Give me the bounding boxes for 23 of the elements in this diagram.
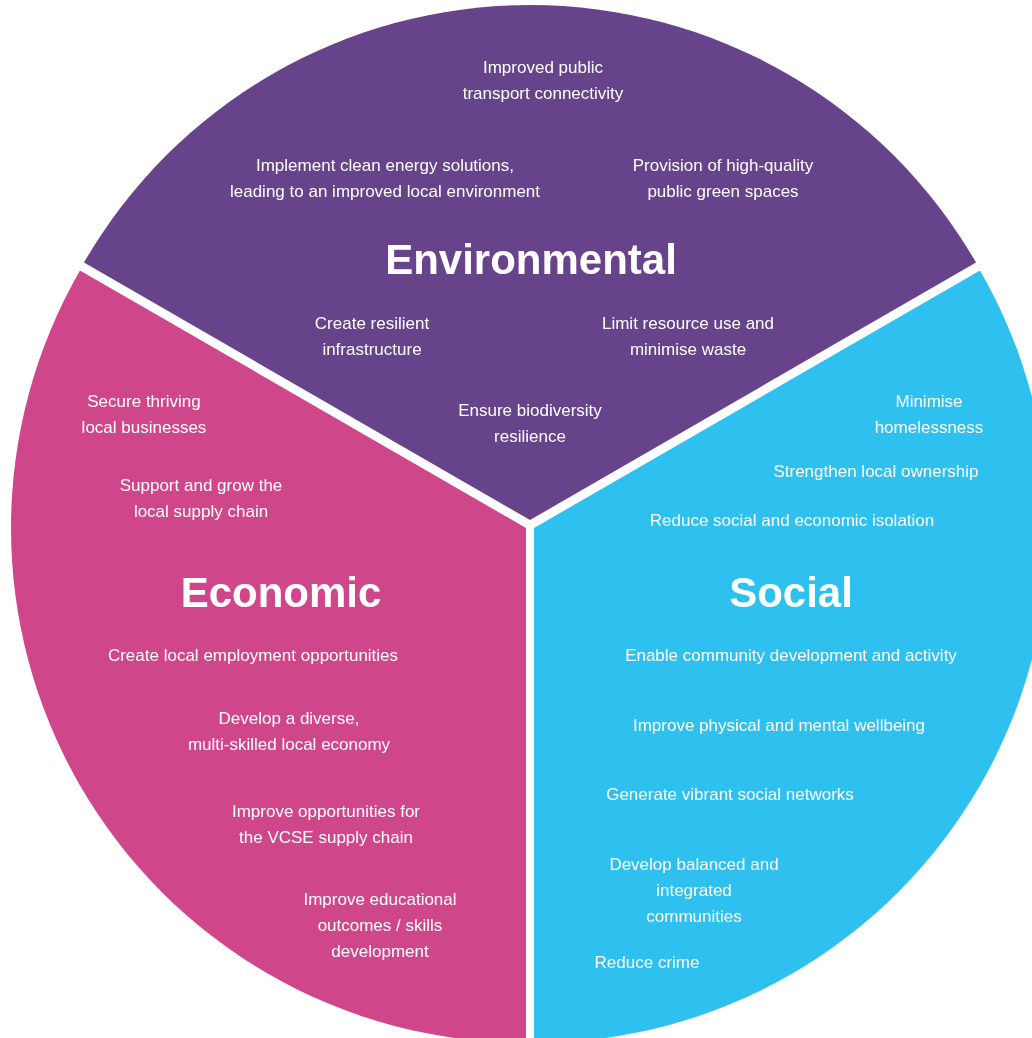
goal-text: Enable community development and activity — [624, 645, 958, 667]
goal-text: Develop a diverse, multi-skilled local economy — [186, 708, 392, 756]
goal-text: Support and grow the local supply chain — [118, 475, 284, 523]
section-heading: Social — [728, 569, 854, 617]
goal-text: Improve physical and mental wellbeing — [631, 715, 927, 737]
goal-text: Minimise homelessness — [874, 391, 984, 439]
section-heading: Environmental — [384, 236, 678, 284]
goal-text: Limit resource use and minimise waste — [600, 313, 775, 361]
goal-text: Reduce social and economic isolation — [648, 510, 936, 532]
goal-text: Improve opportunities for the VCSE supply chain — [230, 801, 422, 849]
goal-text: Create local employment opportunities — [106, 645, 400, 667]
goal-text: Reduce crime — [593, 952, 701, 974]
goal-text: Improve educational outcomes / skills development — [302, 889, 458, 963]
section-heading: Economic — [179, 569, 383, 617]
goal-text: Secure thriving local businesses — [80, 391, 208, 439]
goal-text: Provision of high-quality public green spaces — [631, 155, 815, 203]
goal-text: Strengthen local ownership — [772, 461, 980, 483]
goal-text: Implement clean energy solutions, leading to an improved local environment — [229, 155, 541, 203]
goal-text: Ensure biodiversity resilience — [457, 400, 603, 448]
goal-text: Improved public transport connectivity — [461, 57, 625, 105]
goal-text: Develop balanced and integrated communities — [608, 854, 780, 928]
goal-text: Generate vibrant social networks — [605, 784, 855, 806]
goal-text: Create resilient infrastructure — [313, 313, 431, 361]
